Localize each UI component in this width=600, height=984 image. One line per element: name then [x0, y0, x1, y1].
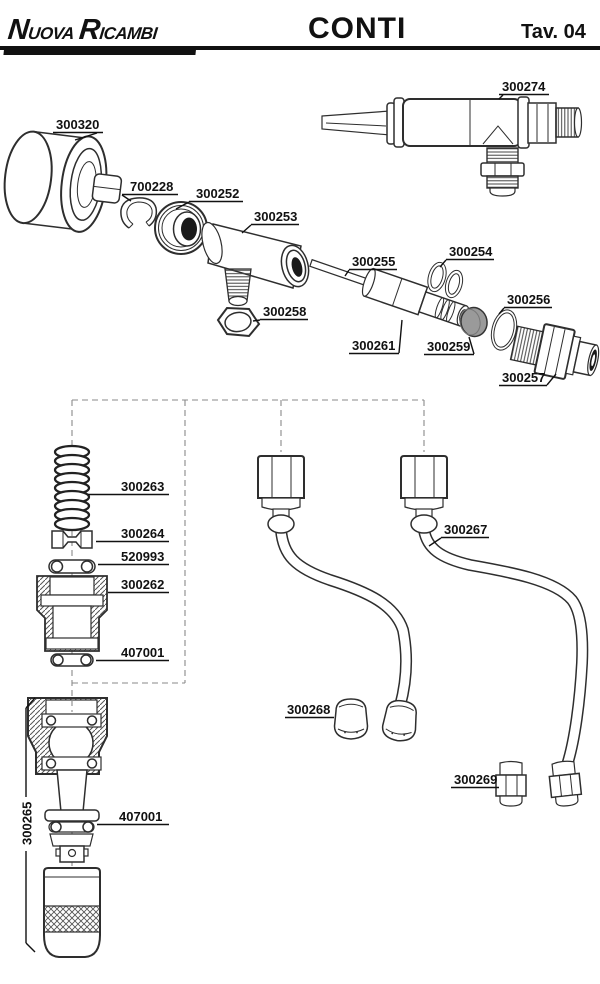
part-label-300255: 300255 [344, 254, 397, 277]
part-label-300268: 300268 [285, 702, 334, 719]
svg-text:300261: 300261 [352, 338, 395, 353]
part-300253-drawing [201, 221, 310, 307]
part-label-300253: 300253 [241, 209, 299, 234]
part-labels: 300320 700228 300252 300253 300274 [20, 79, 557, 953]
part-label-300320: 300320 [53, 117, 103, 141]
header-rule [0, 46, 600, 50]
part-300320-drawing [3, 130, 123, 233]
svg-text:300255: 300255 [352, 254, 395, 269]
part-520993-drawing [48, 559, 96, 574]
svg-text:300268: 300268 [287, 702, 330, 717]
svg-text:300262: 300262 [121, 577, 164, 592]
part-label-300265: 300265 [20, 697, 36, 953]
part-label-300254: 300254 [439, 244, 494, 268]
part-300274-drawing [321, 96, 583, 197]
svg-text:300265: 300265 [20, 802, 35, 845]
svg-text:407001: 407001 [119, 809, 162, 824]
svg-text:300252: 300252 [196, 186, 239, 201]
svg-text:300254: 300254 [449, 244, 493, 259]
assembly-reference-lines [71, 399, 425, 868]
part-label-407001-upper: 407001 [96, 645, 169, 662]
part-300262-drawing [36, 575, 108, 652]
part-label-300258: 300258 [252, 304, 308, 322]
svg-text:300264: 300264 [121, 526, 165, 541]
part-label-300262: 300262 [108, 577, 169, 594]
part-300252-drawing [154, 201, 208, 255]
part-300268-drawing [333, 698, 369, 740]
part-300269-drawing [495, 760, 527, 807]
part-label-300252: 300252 [175, 186, 243, 210]
part-label-300259: 300259 [424, 336, 475, 356]
svg-text:300269: 300269 [454, 772, 497, 787]
svg-text:300256: 300256 [507, 292, 550, 307]
part-label-520993: 520993 [98, 549, 169, 566]
svg-text:300263: 300263 [121, 479, 164, 494]
svg-text:300258: 300258 [263, 304, 306, 319]
plate-number: Tav. 04 [521, 21, 586, 43]
part-label-300269: 300269 [451, 772, 499, 789]
svg-text:300320: 300320 [56, 117, 99, 132]
page-header: NuovaRicambi CONTI Tav. 04 [0, 0, 600, 56]
svg-text:300274: 300274 [502, 79, 546, 94]
part-label-300263: 300263 [88, 479, 169, 496]
part-label-300257: 300257 [499, 370, 557, 387]
part-label-300256: 300256 [498, 292, 552, 315]
part-300267-pipes-drawing [257, 455, 589, 809]
part-407001-upper-drawing [50, 653, 94, 667]
part-300265-drawing [27, 697, 108, 958]
part-300257-drawing [509, 323, 600, 380]
part-label-700228: 700228 [121, 179, 178, 202]
svg-text:407001: 407001 [121, 645, 164, 660]
svg-text:300257: 300257 [502, 370, 545, 385]
part-label-300261: 300261 [349, 319, 403, 355]
svg-text:300259: 300259 [427, 339, 470, 354]
part-label-300274: 300274 [498, 79, 549, 100]
part-700228-drawing [120, 197, 158, 229]
page-title: CONTI [308, 12, 407, 45]
part-300263-drawing [53, 444, 91, 532]
part-label-407001-lower: 407001 [97, 809, 169, 826]
part-label-300264: 300264 [96, 526, 169, 543]
svg-text:520993: 520993 [121, 549, 164, 564]
part-label-300267: 300267 [428, 522, 489, 547]
svg-text:300253: 300253 [254, 209, 297, 224]
part-300258-drawing [216, 306, 261, 338]
part-300259-drawing [459, 306, 488, 338]
svg-text:300267: 300267 [444, 522, 487, 537]
svg-text:700228: 700228 [130, 179, 173, 194]
part-300264-drawing [51, 530, 93, 549]
